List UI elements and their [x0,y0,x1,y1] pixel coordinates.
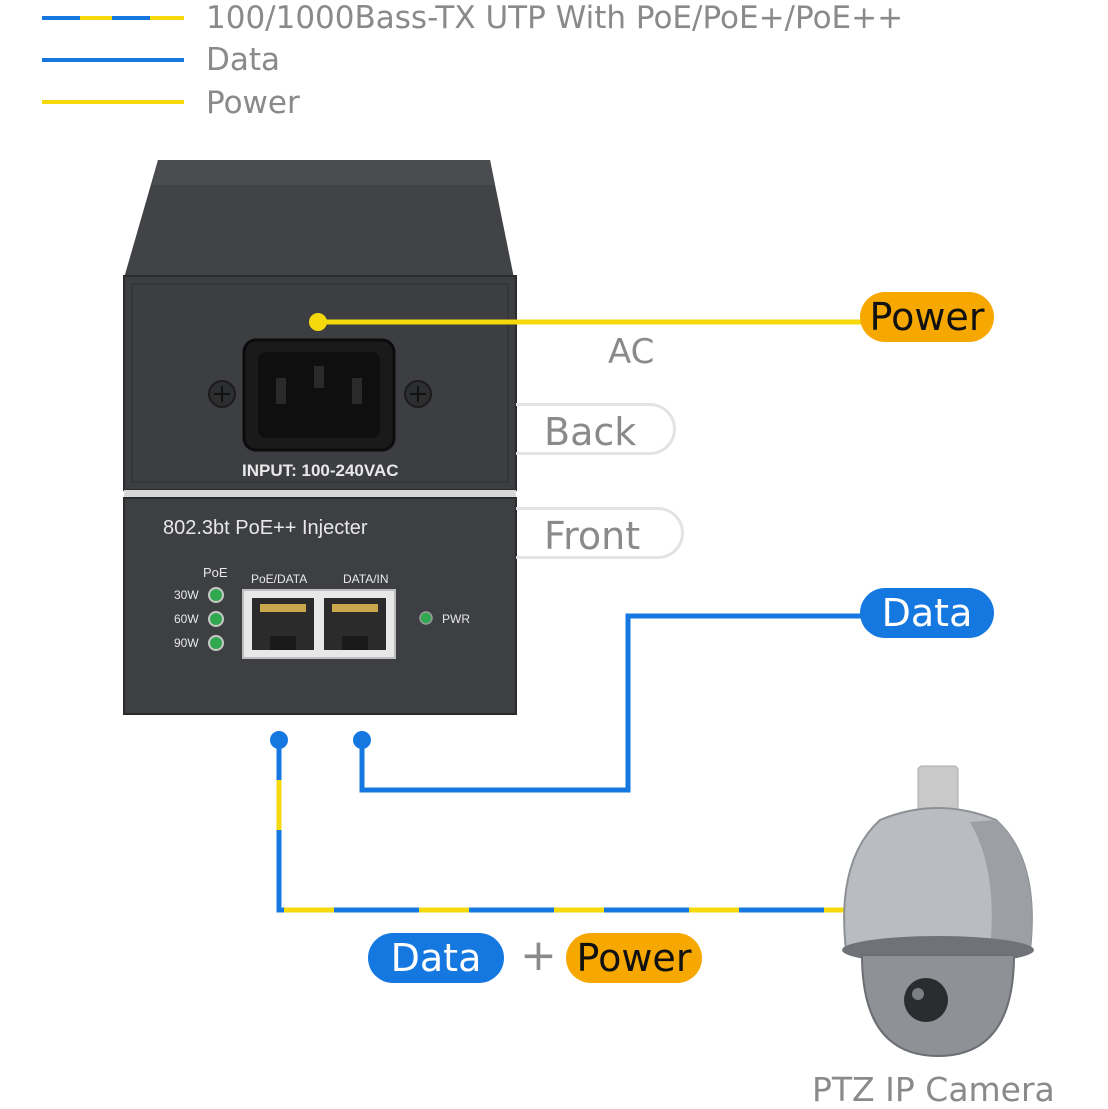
data-in-line [359,613,872,793]
led-label-90w: 90W [174,636,199,650]
legend-utp-label: 100/1000Bass-TX UTP With PoE/PoE+/PoE++ [206,0,904,36]
power-ac-dot [309,313,327,331]
device-top-highlight [152,160,495,185]
port-poe-data-label: PoE/DATA [251,572,308,586]
led-pwr-icon [419,611,433,625]
combo-data-badge: Data [368,933,504,983]
camera-lens-icon [904,978,948,1022]
rj45-data-in-contacts [332,604,378,612]
poe-heading: PoE [203,565,228,580]
rj45-poe-data-contacts [260,604,306,612]
port-data-in-label: DATA/IN [343,572,389,586]
ac-pin-center [314,366,324,388]
legend-data-label: Data [206,42,281,78]
ac-socket-inner [258,352,380,438]
legend-power-label: Power [206,85,300,121]
legend-swatches [42,16,184,104]
poe-line-blue [276,740,852,913]
device-top-housing [124,160,514,278]
ac-pin-right [352,378,362,404]
combo-power-badge: Power [566,933,702,983]
power-badge: Power [860,292,994,342]
led-30w-icon [208,587,224,603]
model-label: 802.3bt PoE++ Injecter [163,517,368,539]
ac-label: AC [608,332,655,372]
led-label-30w: 30W [174,588,199,602]
device-divider [124,490,516,498]
led-90w-icon [208,635,224,651]
back-label: Back [516,403,676,455]
front-label: Front [516,507,684,559]
device-back-panel-inner [131,283,509,483]
input-voltage-label: INPUT: 100-240VAC [242,461,399,480]
led-60w-icon [208,611,224,627]
poe-line-yellow [276,780,852,913]
poe-data-dot [270,731,288,749]
combo-plus-sign: + [520,930,557,981]
rj45-poe-data-notch [270,636,296,650]
camera-housing-shade [970,820,1032,950]
ac-pin-left [276,378,286,404]
camera-lens-glint [912,988,924,1000]
data-in-dot [353,731,371,749]
led-label-60w: 60W [174,612,199,626]
pwr-label: PWR [442,612,470,626]
rj45-data-in-notch [342,636,368,650]
camera-label: PTZ IP Camera [812,1070,1055,1109]
data-badge: Data [860,588,994,638]
